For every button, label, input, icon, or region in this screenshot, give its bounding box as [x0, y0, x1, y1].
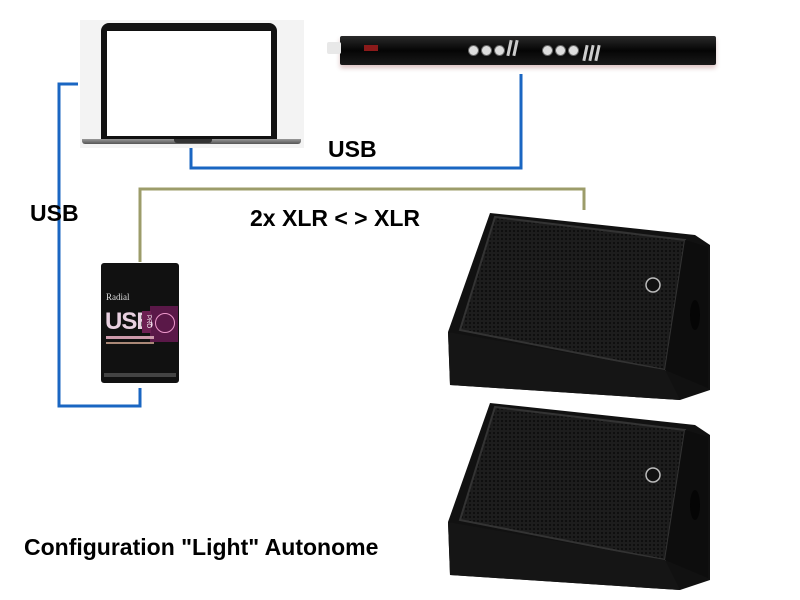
key-icon	[568, 45, 579, 56]
crosshair-icon	[155, 313, 175, 333]
brand-logo-icon	[364, 45, 378, 51]
diagram-title: Configuration "Light" Autonome	[24, 534, 379, 560]
usb-cable-laptop-di	[57, 82, 142, 408]
di-box-connector-strip	[104, 373, 176, 377]
side-key-icon	[594, 44, 601, 62]
key-icon	[481, 45, 492, 56]
xlr-label: 2x XLR < > XLR	[250, 205, 421, 231]
octave-rod-icon	[512, 39, 519, 57]
laptop-notch	[174, 139, 212, 143]
mouthpiece	[327, 42, 341, 54]
key-icon	[542, 45, 553, 56]
wind-controller-body	[340, 36, 716, 65]
key-icon	[494, 45, 505, 56]
yamaha-logo-icon	[645, 277, 661, 293]
di-box-subtitle-2	[106, 342, 154, 344]
di-box-brand: Radial	[106, 292, 130, 302]
di-box-subtitle	[106, 336, 154, 339]
key-icon	[468, 45, 479, 56]
speaker-1	[448, 213, 710, 400]
key-icon	[555, 45, 566, 56]
usb-label-laptop-di: USB	[30, 200, 79, 226]
usb-label-ewi-laptop: USB	[328, 136, 377, 162]
xlr-cable-di-speakers	[138, 187, 586, 262]
di-box-model-suffix: PRO	[142, 311, 151, 333]
laptop-screen	[107, 31, 271, 136]
yamaha-logo-icon	[645, 467, 661, 483]
speaker-2	[448, 403, 710, 590]
usb-cable-ewi-laptop	[189, 74, 523, 170]
